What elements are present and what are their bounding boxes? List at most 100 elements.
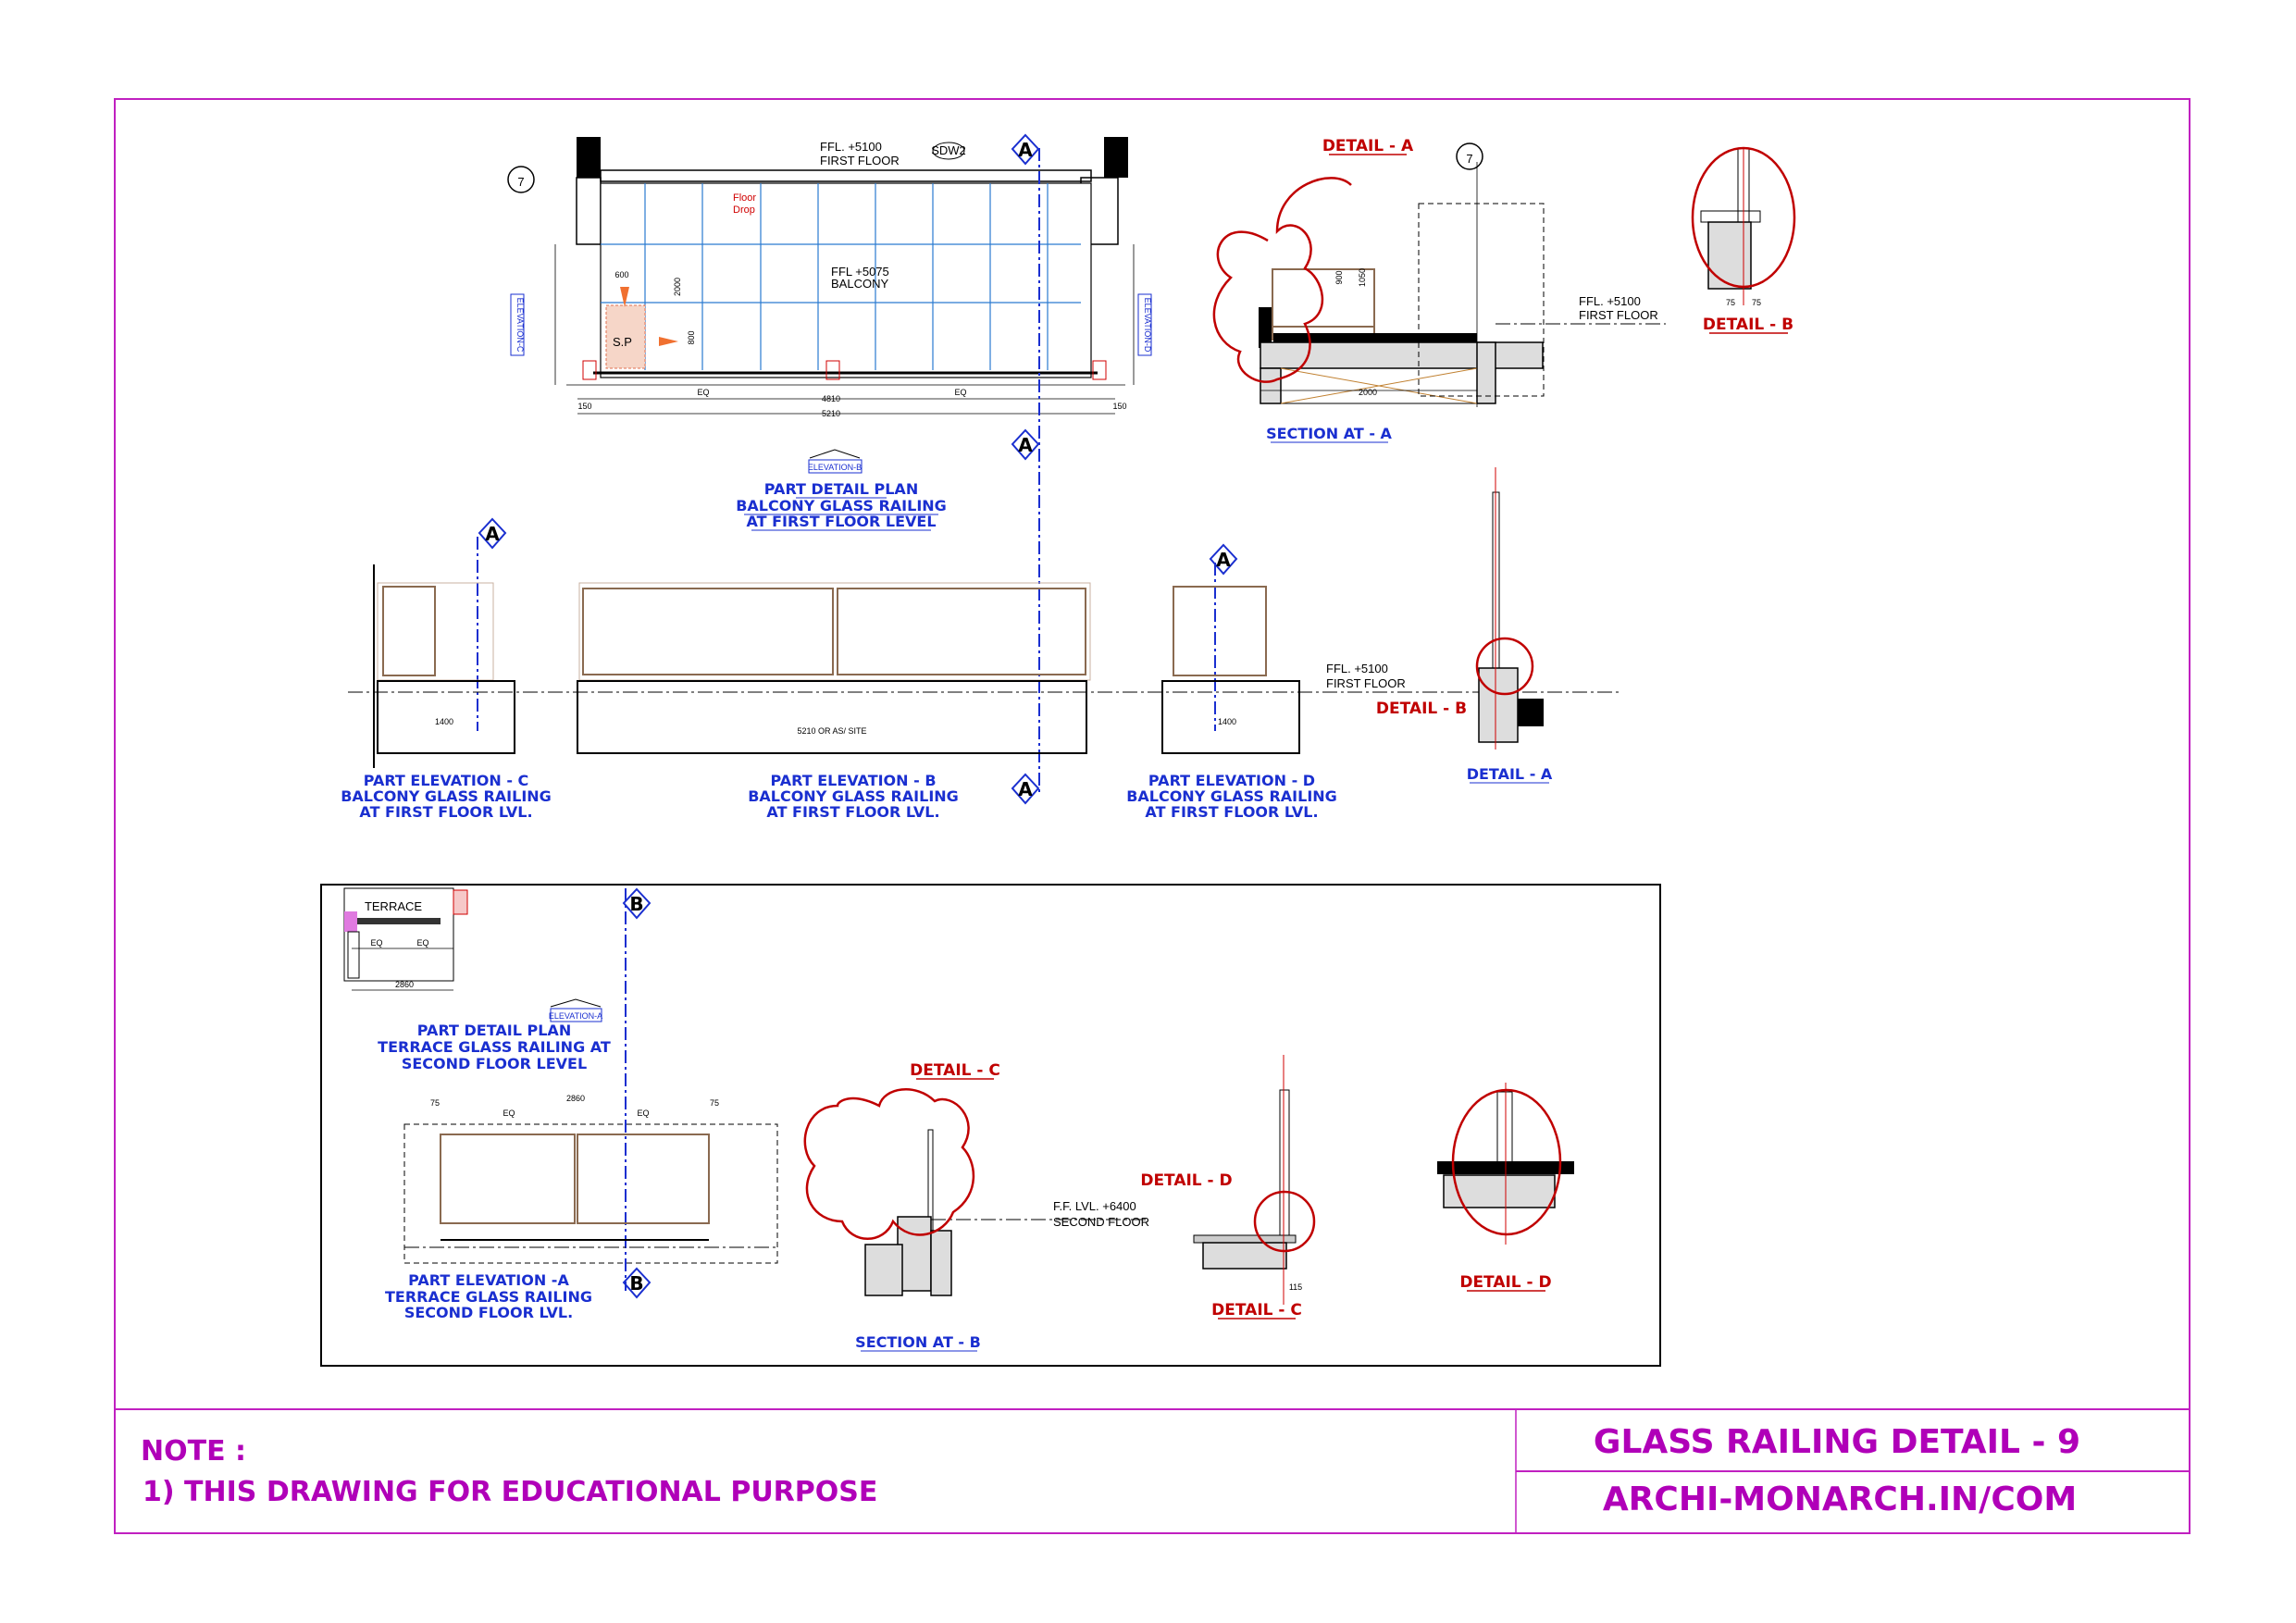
balcony-plan-title-2: BALCONY GLASS RAILING (736, 497, 947, 514)
svg-text:B: B (629, 1272, 643, 1295)
balcony-level: FFL +5075 (831, 265, 889, 279)
section-a-dim-width: 2000 (1359, 388, 1377, 397)
section-a-level-name: FIRST FLOOR (1579, 308, 1658, 322)
terrace-plan-eq-1: EQ (370, 938, 382, 948)
terrace-label: TERRACE (365, 899, 422, 913)
terrace-elev-title-2: TERRACE GLASS RAILING (385, 1288, 592, 1306)
dim-sp: 600 (614, 270, 628, 279)
dim-inner: 4810 (822, 394, 840, 403)
section-marker-b-top: B (622, 887, 652, 920)
section-a-grid-ref: 7 (1466, 152, 1472, 166)
elevation-b-drawing (577, 582, 1091, 754)
terrace-frame (320, 884, 1661, 1367)
note-heading: NOTE : (141, 1435, 246, 1468)
sheet-title: GLASS RAILING DETAIL - 9 (1594, 1423, 2080, 1461)
svg-text:ELEVATION-B: ELEVATION-B (808, 463, 862, 472)
section-b-level-name: SECOND FLOOR (1053, 1215, 1149, 1229)
elevation-c-tag: ELEVATION-C (510, 293, 525, 356)
terrace-plan-title-2: TERRACE GLASS RAILING AT (378, 1038, 611, 1056)
elevation-b-title-2: BALCONY GLASS RAILING (748, 787, 959, 805)
section-a-detail-a-callout: DETAIL - A (1322, 137, 1414, 155)
terrace-elev-eq-1: EQ (503, 1109, 515, 1118)
section-a-title: SECTION AT - A (1266, 425, 1392, 442)
svg-text:B: B (629, 893, 643, 915)
terrace-elev-end-1: 75 (430, 1098, 440, 1108)
section-marker-a-elev-d: A (1209, 543, 1238, 576)
detail-b-dim-2: 75 (1752, 298, 1761, 307)
grid-bubble-7 (507, 166, 535, 193)
elevation-d-title-3: AT FIRST FLOOR LVL. (1145, 803, 1318, 821)
section-marker-a-mid: A (1011, 428, 1040, 461)
plan-level: FFL. +5100 (820, 140, 882, 154)
section-b-title: SECTION AT - B (855, 1333, 981, 1351)
terrace-plan-title-1: PART DETAIL PLAN (417, 1022, 571, 1039)
svg-text:ELEVATION-D: ELEVATION-D (1143, 298, 1152, 353)
section-a-grid-bubble (1456, 142, 1483, 170)
balcony-plan (554, 137, 1135, 415)
svg-text:A: A (1018, 139, 1033, 161)
terrace-plan-overall: 2860 (395, 980, 414, 989)
elevation-d-tag: ELEVATION-D (1137, 293, 1152, 356)
detail-d-drawing (1437, 1083, 1574, 1245)
elevation-d-width: 1400 (1218, 717, 1236, 726)
elevation-d-title-1: PART ELEVATION - D (1148, 772, 1315, 789)
elevation-level: FFL. +5100 (1326, 662, 1388, 675)
section-a-dim-height: 1050 (1358, 268, 1367, 287)
dim-eq-right: EQ (954, 388, 966, 397)
svg-text:A: A (1018, 778, 1033, 800)
svg-text:ELEVATION-A: ELEVATION-A (549, 1011, 602, 1021)
elevation-c-drawing (373, 564, 515, 768)
section-marker-b-bottom: B (622, 1267, 652, 1299)
detail-c-callout-d: DETAIL - D (1140, 1171, 1232, 1190)
balcony-plan-title-1: PART DETAIL PLAN (764, 480, 918, 498)
dim-eq-left: EQ (697, 388, 709, 397)
section-marker-a-elev-c: A (478, 517, 507, 550)
terrace-elev-eq-2: EQ (637, 1109, 649, 1118)
plan-level-name: FIRST FLOOR (820, 154, 900, 167)
terrace-elev-overall: 2860 (566, 1094, 585, 1103)
door-tag: SDW2 (931, 143, 966, 157)
section-b-detail-c-callout: DETAIL - C (910, 1061, 1000, 1080)
elevation-d-title-2: BALCONY GLASS RAILING (1126, 787, 1337, 805)
elevation-c-width: 1400 (435, 717, 453, 726)
section-a-dim-glass: 900 (1334, 270, 1344, 284)
detail-c-title: DETAIL - C (1211, 1301, 1302, 1319)
elevation-c-title-1: PART ELEVATION - C (364, 772, 529, 789)
terrace-elev-title-3: SECOND FLOOR LVL. (404, 1304, 573, 1321)
elevation-c-title-3: AT FIRST FLOOR LVL. (359, 803, 532, 821)
section-b-level: F.F. LVL. +6400 (1053, 1199, 1136, 1213)
detail-a-callout-b: DETAIL - B (1376, 700, 1467, 718)
balcony-name: BALCONY (831, 277, 888, 291)
elevation-b-tag: ELEVATION-B (808, 449, 863, 474)
dim-sp-depth: 800 (687, 330, 696, 344)
svg-text:ELEVATION-C: ELEVATION-C (515, 298, 525, 353)
door-tag-ellipse (932, 142, 965, 160)
svg-text:A: A (1018, 434, 1033, 456)
balcony-plan-title-3: AT FIRST FLOOR LEVEL (746, 513, 936, 530)
detail-c-drawing (1193, 1055, 1316, 1305)
sheet-border (114, 98, 2191, 1534)
dim-end-left: 150 (577, 402, 591, 411)
terrace-plan-drawing (343, 887, 468, 991)
elevation-a-tag: ELEVATION-A (549, 998, 602, 1022)
detail-a-drawing (1475, 467, 1544, 750)
detail-b-title: DETAIL - B (1703, 316, 1793, 334)
dim-end-right: 150 (1112, 402, 1126, 411)
section-marker-a-top: A (1011, 133, 1040, 166)
website-label: ARCHI-MONARCH.IN/COM (1603, 1481, 2077, 1518)
elevation-b-title-1: PART ELEVATION - B (770, 772, 936, 789)
svg-text:A: A (485, 523, 500, 545)
elevation-b-title-3: AT FIRST FLOOR LVL. (766, 803, 939, 821)
terrace-plan-title-3: SECOND FLOOR LEVEL (402, 1055, 587, 1072)
elevation-b-width: 5210 OR AS/ SITE (797, 726, 866, 736)
sp-label: S.P (613, 335, 632, 349)
detail-c-dimension: 115 (1289, 1282, 1302, 1292)
svg-text:A: A (1216, 549, 1231, 571)
dim-overall: 5210 (822, 409, 840, 418)
detail-a-title: DETAIL - A (1467, 765, 1553, 783)
elevation-level-name: FIRST FLOOR (1326, 676, 1406, 690)
detail-b-dim-1: 75 (1726, 298, 1735, 307)
terrace-elev-title-1: PART ELEVATION -A (408, 1271, 569, 1289)
dim-depth: 2000 (673, 278, 682, 296)
